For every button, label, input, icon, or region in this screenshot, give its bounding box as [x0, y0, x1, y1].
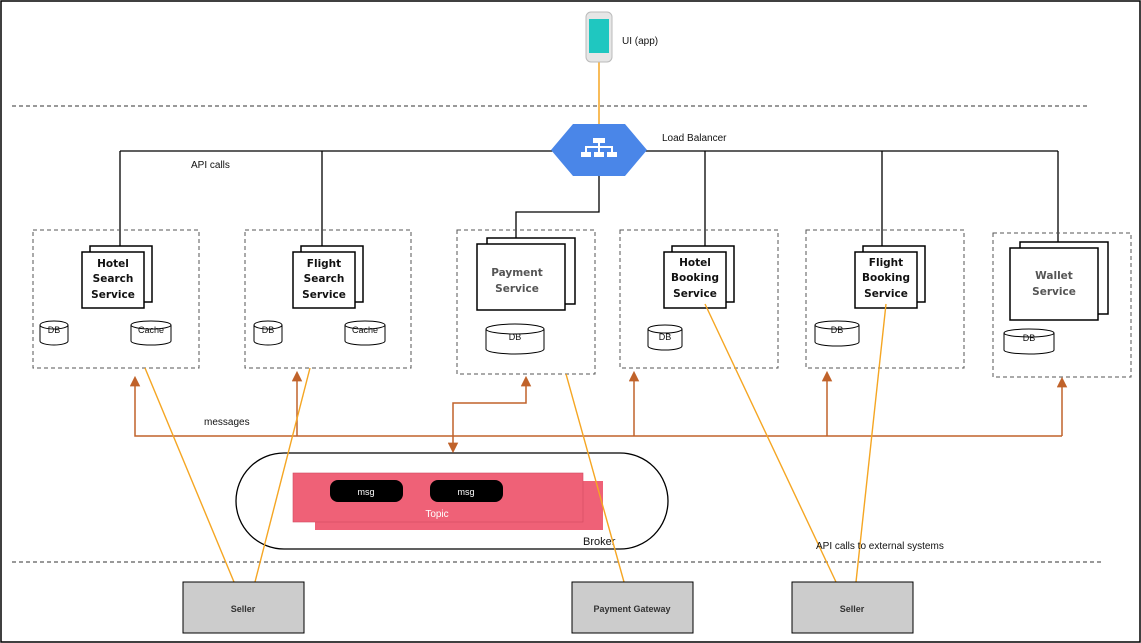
db-label: DB [509, 332, 522, 342]
db-cylinder-hotel-search: DB [39, 320, 69, 346]
cache-label: Cache [352, 325, 378, 335]
hotel-search-service: Hotel Search Service [81, 245, 153, 309]
service-name-line: Hotel [97, 258, 129, 270]
service-name-line: Service [495, 283, 539, 295]
external-system-seller-left: Seller [182, 581, 305, 634]
service-container-payment [456, 229, 596, 375]
sitemap-icon [581, 138, 617, 157]
service-name-line: Hotel [679, 257, 711, 269]
service-name-line: Payment [491, 267, 543, 279]
db-cylinder-payment: DB [485, 323, 545, 355]
cache-cylinder-flight-search: Cache [344, 320, 386, 346]
message-pill-label: msg [357, 487, 374, 497]
external-api-lines [144, 303, 887, 583]
db-cylinder-hotel-booking: DB [647, 324, 683, 351]
db-label: DB [262, 325, 275, 335]
service-container-flight-search [244, 229, 412, 369]
ui-app-node: UI (app) [585, 11, 658, 124]
external-system-label: Seller [840, 604, 865, 614]
service-container-hotel-booking [619, 229, 779, 369]
external-system-payment-gateway: Payment Gateway [571, 581, 694, 634]
service-container-flight-booking [805, 229, 965, 369]
message-pill-label: msg [457, 487, 474, 497]
payment-service: Payment Service [476, 237, 576, 311]
flight-search-service: Flight Search Service [292, 245, 364, 309]
service-name-line: Search [304, 273, 345, 285]
load-balancer-label: Load Balancer [662, 133, 727, 144]
service-name-line: Flight [307, 258, 341, 270]
messages-label: messages [204, 417, 250, 428]
external-system-label: Seller [231, 604, 256, 614]
db-label: DB [1023, 333, 1036, 343]
service-name-line: Service [1032, 286, 1076, 298]
db-cylinder-flight-search: DB [253, 320, 283, 346]
service-name-line: Service [91, 289, 135, 301]
message-bus [129, 370, 1068, 454]
db-label: DB [48, 325, 61, 335]
wallet-service: Wallet Service [1009, 241, 1109, 321]
external-system-seller-right: Seller [791, 581, 914, 634]
service-name-line: Wallet [1035, 270, 1073, 282]
db-cylinder-flight-booking: DB [814, 320, 860, 347]
topic-label: Topic [425, 509, 448, 520]
db-label: DB [659, 332, 672, 342]
cache-cylinder-hotel-search: Cache [130, 320, 172, 346]
service-name-line: Booking [671, 272, 719, 284]
cache-label: Cache [138, 325, 164, 335]
load-balancer-node: Load Balancer [551, 124, 727, 176]
message-pill [330, 480, 403, 502]
db-label: DB [831, 325, 844, 335]
phone-screen [589, 19, 609, 53]
service-name-line: Search [93, 273, 134, 285]
message-broker: msg msg Topic Broker [235, 452, 669, 550]
message-pill [430, 480, 503, 502]
api-calls-label: API calls [191, 160, 230, 171]
service-name-line: Service [302, 289, 346, 301]
broker-label: Broker [583, 536, 616, 548]
flight-booking-service: Flight Booking Service [854, 245, 926, 309]
service-name-line: Service [864, 288, 908, 300]
service-name-line: Booking [862, 272, 910, 284]
ui-app-label: UI (app) [622, 36, 658, 47]
service-name-line: Service [673, 288, 717, 300]
service-container-hotel-search [32, 229, 200, 369]
external-system-label: Payment Gateway [593, 604, 670, 614]
external-systems-label: API calls to external systems [816, 541, 944, 552]
db-cylinder-wallet: DB [1003, 328, 1055, 355]
hotel-booking-service: Hotel Booking Service [663, 245, 735, 309]
service-name-line: Flight [869, 257, 903, 269]
